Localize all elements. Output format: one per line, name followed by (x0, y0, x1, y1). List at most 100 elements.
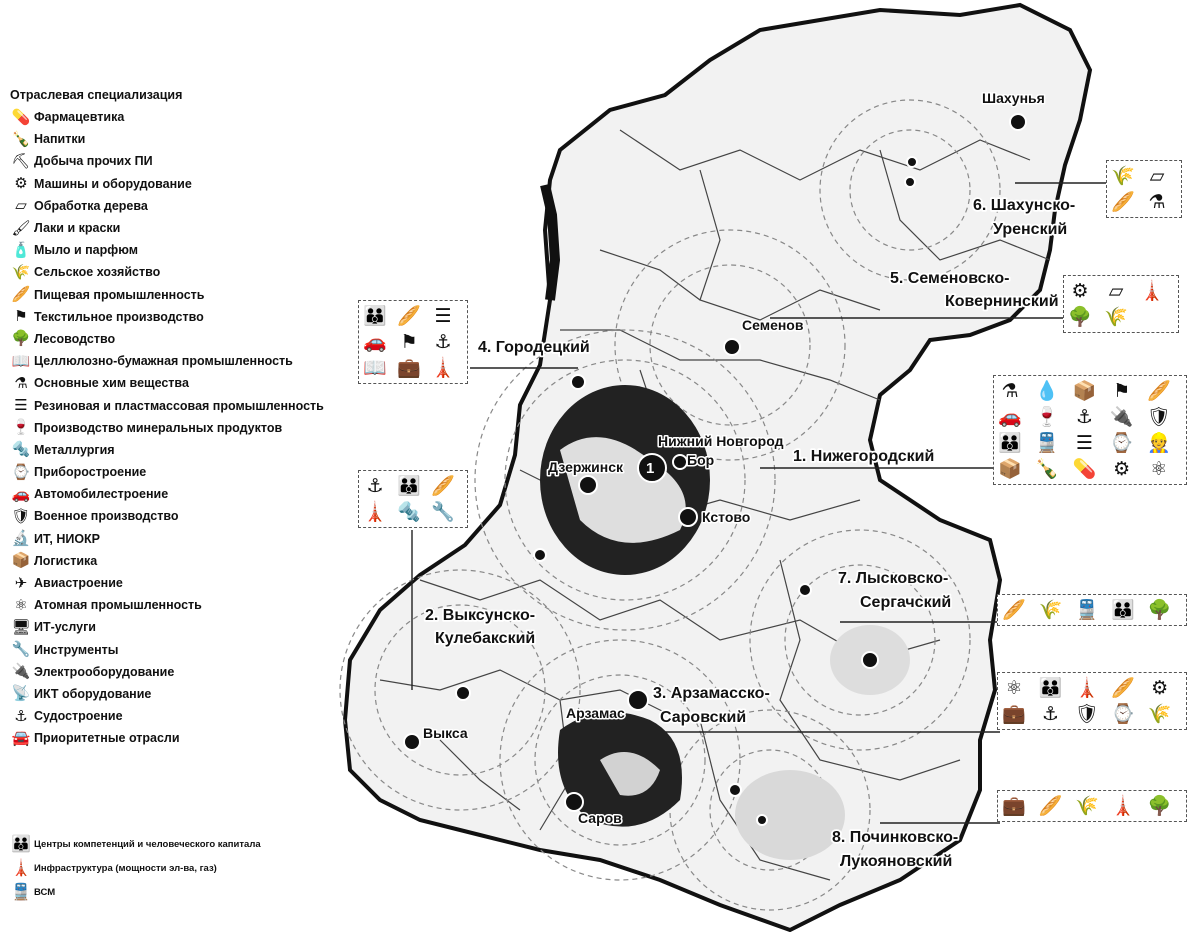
legend-extra-item: 👪Центры компетенций и человеческого капи… (8, 832, 261, 856)
industry-icon: ⚓ (366, 475, 384, 497)
chemistry-icon: ⚗ (14, 374, 28, 392)
paper-icon: 📖 (11, 352, 31, 370)
city-shakhunya: Шахунья (982, 90, 1045, 106)
legend-item-label: Текстильное производство (34, 309, 204, 324)
legend-item: ⚑Текстильное производство (8, 306, 398, 328)
icons-pochinkovsko: 💼🥖🌾🗼🌳 (997, 790, 1187, 822)
soap-icon: 🧴 (11, 241, 31, 259)
marker-semenov (723, 338, 741, 356)
legend-item: ☰Резиновая и пластмассовая промышленност… (8, 394, 398, 416)
industry-icon: ⚗ (1148, 191, 1166, 213)
cluster-6-label-line1: 6. Шахунско- (973, 197, 1075, 214)
legend-item: 🛡Военное производство (8, 505, 398, 527)
anchor-icon: ⚓ (14, 707, 28, 725)
gauge-icon: ⌚ (11, 463, 31, 481)
it-services-icon: 🖥 (11, 618, 31, 636)
industry-icon: ⚗ (1001, 380, 1019, 402)
industry-icon: ⚙ (1071, 280, 1089, 302)
rubber-icon: ☰ (14, 397, 28, 415)
industry-icon: 🗼 (363, 501, 387, 523)
research-icon: 🔬 (11, 530, 31, 548)
legend-item: ▱Обработка дерева (8, 195, 398, 217)
industry-icon: ⚑ (1113, 380, 1131, 402)
legend-item: 🚘Приоритетные отрасли (8, 727, 398, 749)
city-vyksa: Выкса (423, 725, 468, 741)
legend-item-label: Логистика (34, 553, 98, 568)
industry-icon: 🛡 (1074, 703, 1099, 725)
mining-cart-icon: ⛏ (11, 152, 31, 170)
cluster-4-label: 4. Городецкий (478, 339, 590, 356)
legend-item: ⚙Машины и оборудование (8, 173, 398, 195)
marker-vyksa (403, 733, 421, 751)
legend-item-label: Военное производство (34, 509, 179, 524)
industry-icon: 🗼 (1074, 677, 1099, 699)
legend-item-label: Сельское хозяйство (34, 265, 161, 280)
industry-icon: 🚗 (998, 406, 1022, 428)
legend-item-label: ИТ, НИОКР (34, 531, 101, 546)
icons-semenovsko: ⚙▱🗼🌳🌾 (1063, 275, 1179, 333)
legend-item-label: Машины и оборудование (34, 176, 192, 191)
west-border-band (540, 183, 561, 301)
industry-icon: ⚑ (400, 331, 418, 353)
marker-pochinki (728, 783, 742, 797)
industry-icon: 👪 (1038, 677, 1063, 699)
industry-icon: ☰ (434, 305, 452, 327)
legend-item: 🔧Инструменты (8, 639, 398, 661)
industry-icon: 🥖 (1146, 380, 1171, 402)
legend-item-label: Металлургия (34, 442, 115, 457)
legend-item: 📖Целлюлозно-бумажная промышленность (8, 350, 398, 372)
legend-item-label: ИТ-услуги (34, 620, 96, 635)
legend-item-label: Пищевая промышленность (34, 287, 205, 302)
legend-item: 🔌Электрооборудование (8, 661, 398, 683)
region-outline (342, 2, 1093, 932)
legend-item: 🧴Мыло и парфюм (8, 239, 398, 261)
industry-icon: ☰ (1075, 432, 1093, 454)
industry-icon: ⌚ (1111, 703, 1136, 725)
industry-icon: ⚓ (1041, 703, 1059, 725)
logistics-icon: 📦 (11, 552, 31, 570)
industry-icon: 🚗 (363, 331, 387, 353)
industry-icon: 🥖 (1038, 795, 1063, 817)
marker-sarov (564, 792, 584, 812)
icons-shakhunsko: 🌾▱🥖⚗ (1106, 160, 1182, 218)
industry-icon: 🛡 (1146, 406, 1171, 428)
icons-vyksunsko: ⚓👪🥖🗼🔩🔧 (358, 470, 468, 528)
legend-item-label: Производство минеральных продуктов (34, 420, 283, 435)
tank-icon: 🛡 (11, 507, 31, 525)
car-icon: 🚗 (11, 485, 31, 503)
nizhny-number-label: 1 (646, 460, 654, 477)
legend-item-label: ИКТ оборудование (34, 686, 152, 701)
legend-extra-item: 🗼Инфраструктура (мощности эл-ва, газ) (8, 856, 261, 880)
legend-item: 🔩Металлургия (8, 439, 398, 461)
cluster-1-label: 1. Нижегородский (793, 448, 934, 465)
industry-icon: 🗼 (1140, 280, 1164, 302)
industry-icon: ⚓ (434, 331, 452, 353)
marker-gorodets (570, 374, 586, 390)
antenna-icon: 📡 (11, 685, 31, 703)
plane-icon: ✈ (14, 574, 28, 592)
cluster-8-label-line1: 8. Починковско- (832, 829, 958, 846)
leader-lines (411, 182, 1110, 824)
legend-item: 📡ИКТ оборудование (8, 683, 398, 705)
industry-icon: 🌾 (1111, 165, 1135, 187)
legend-item-label: Авиастроение (34, 576, 123, 591)
industry-icon: 🥖 (1002, 599, 1026, 621)
cluster-5-label-line2: Ковернинский (945, 293, 1059, 310)
icons-lyskovsko: 🥖🌾🚆👪🌳 (997, 594, 1187, 626)
legend-items: 💊Фармацевтика🍾Напитки⛏Добыча прочих ПИ⚙М… (8, 106, 398, 749)
industry-icon: 🌾 (1147, 703, 1172, 725)
industry-icon: 🗼 (1111, 795, 1136, 817)
industry-icon: 📦 (998, 458, 1022, 480)
legend-item-label: Атомная промышленность (34, 598, 202, 613)
tree-icon: 🌳 (11, 330, 31, 348)
legend-item-label: Напитки (34, 132, 86, 147)
legend: Отраслевая специализация 💊Фармацевтика🍾Н… (8, 88, 398, 749)
industry-icon: 📦 (1072, 380, 1097, 402)
city-markers (403, 113, 1027, 826)
legend-item-label: Приборостроение (34, 465, 147, 480)
marker-dzerzhinsk (578, 475, 598, 495)
legend-item-label: Лесоводство (34, 331, 116, 346)
industry-icon: 🥖 (431, 475, 455, 497)
legend-item: 🌳Лесоводство (8, 328, 398, 350)
